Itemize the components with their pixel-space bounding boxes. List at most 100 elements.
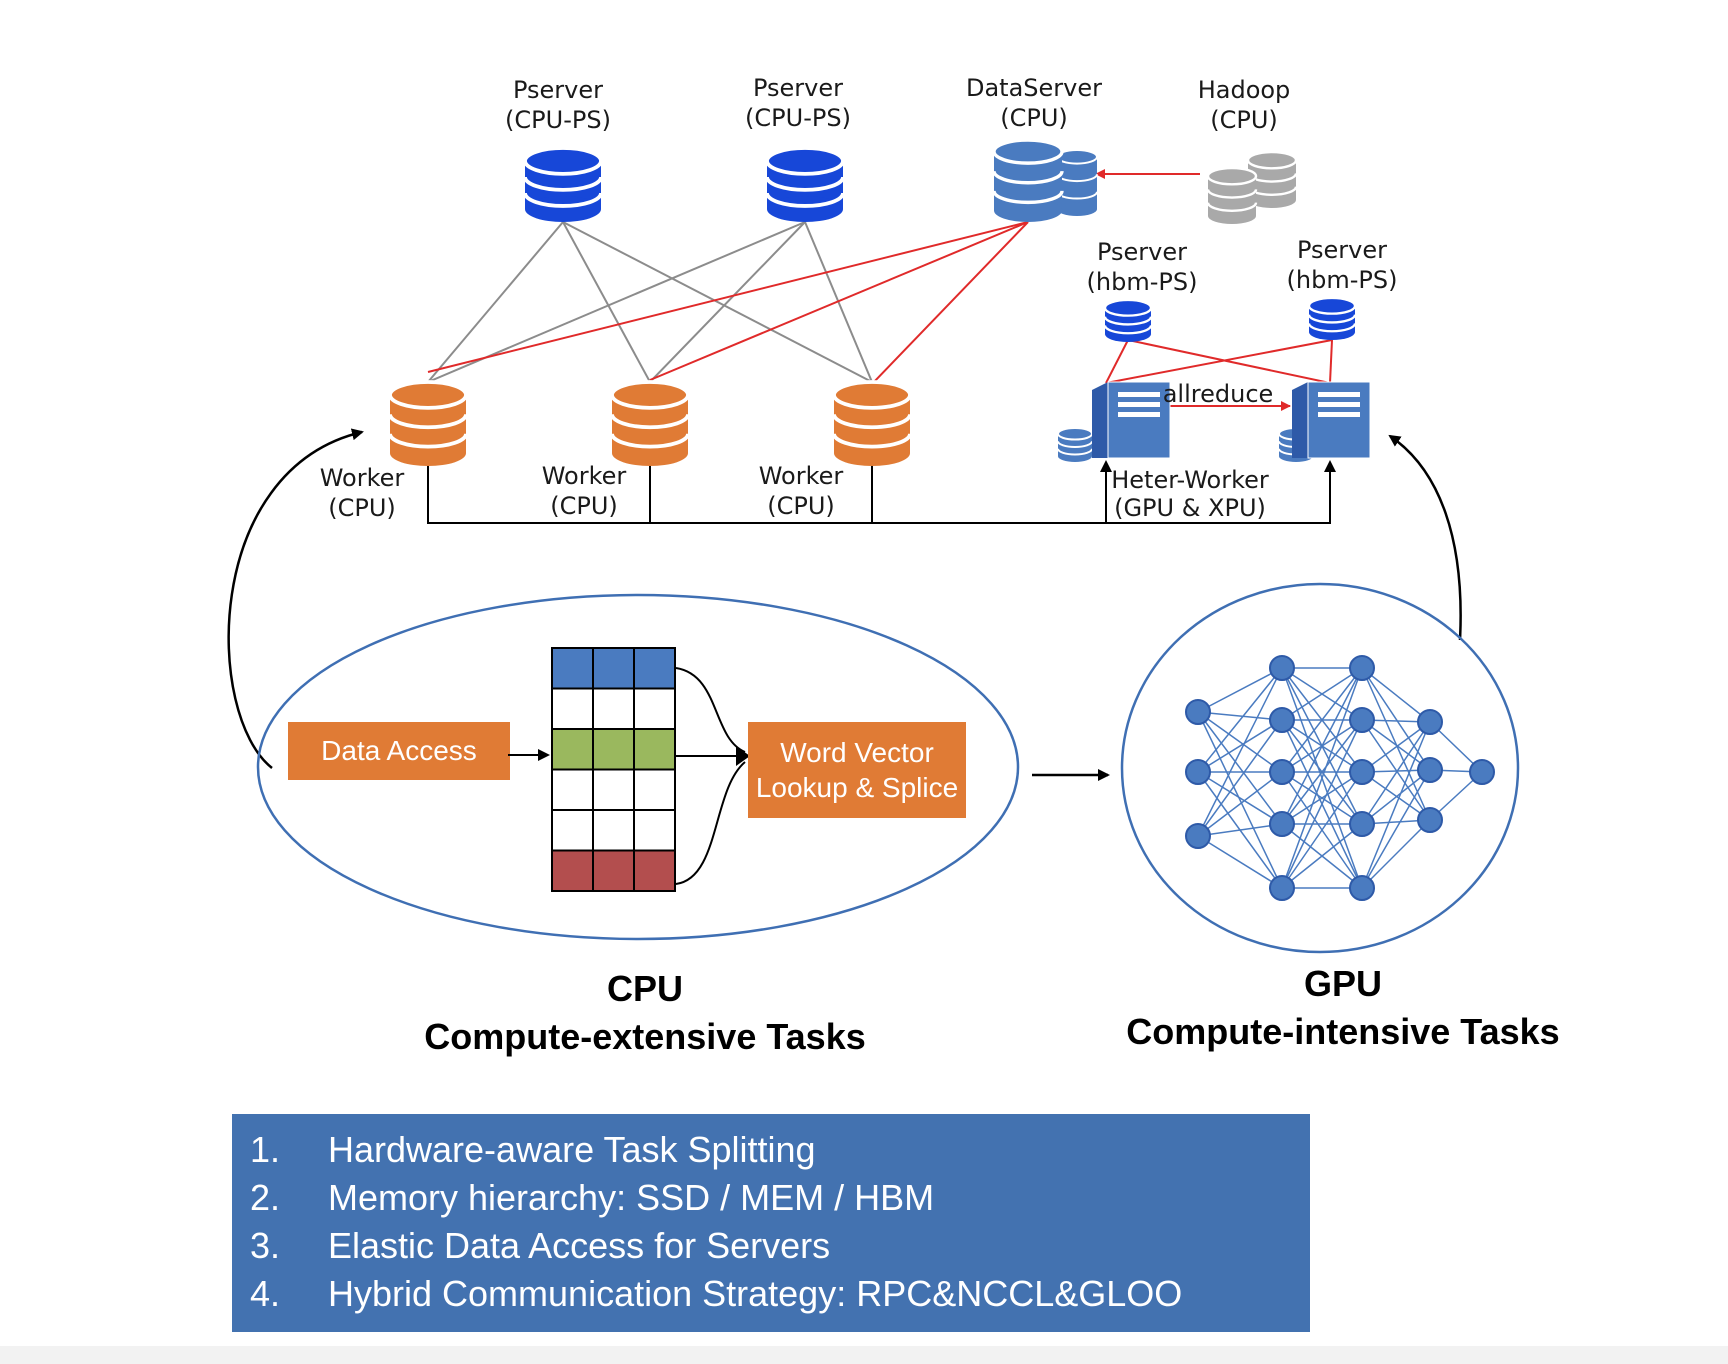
dataserver-worker-links [427, 221, 1029, 385]
nn-node [1469, 759, 1495, 785]
table-cell [551, 849, 594, 892]
nn-node [1185, 699, 1211, 725]
pserver2-db-icon [765, 146, 845, 222]
task-4-num: 4. [250, 1273, 280, 1314]
nn-node [1269, 875, 1295, 901]
hadoop-name: Hadoop [1198, 76, 1291, 104]
table-cell [551, 687, 594, 730]
heter-server-right [1292, 381, 1371, 459]
table-cell [592, 728, 635, 771]
heter-worker-name: Heter-Worker [1111, 466, 1269, 494]
task-4-text: Hybrid Communication Strategy: RPC&NCCL&… [328, 1273, 1182, 1314]
table-cell [551, 809, 594, 852]
tasks-panel [232, 1114, 1310, 1332]
nn-node [1269, 655, 1295, 681]
hbm2-sub: (hbm-PS) [1287, 266, 1398, 294]
worker1-name: Worker [320, 464, 405, 492]
table-cell [592, 768, 635, 811]
task-2-num: 2. [250, 1177, 280, 1218]
nn-node [1269, 811, 1295, 837]
worker2-db-icon [610, 380, 690, 466]
gpu-title: GPU [1304, 963, 1382, 1004]
gpu-to-heter-arrow [1388, 434, 1462, 641]
task-3-num: 3. [250, 1225, 280, 1266]
table-cell [592, 647, 635, 690]
nn-node [1417, 709, 1443, 735]
hbm2-name: Pserver [1297, 236, 1387, 264]
word-vector-lookup-box [748, 722, 966, 818]
table-to-lookup-links [675, 667, 746, 885]
nn-node [1269, 707, 1295, 733]
nn-node [1349, 655, 1375, 681]
worker2-sub: (CPU) [550, 492, 618, 520]
worker3-name: Worker [759, 462, 844, 490]
worker3-sub: (CPU) [767, 492, 835, 520]
task-1-text: Hardware-aware Task Splitting [328, 1129, 816, 1170]
pserver2-sub: (CPU-PS) [745, 104, 851, 132]
pserver1-sub: (CPU-PS) [505, 106, 611, 134]
lookup-label-line2: Lookup & Splice [756, 772, 958, 803]
nn-node [1349, 875, 1375, 901]
cpu-subtitle: Compute-extensive Tasks [424, 1016, 866, 1057]
dataserver-sub: (CPU) [1000, 104, 1068, 132]
heter-left-db-icon [1057, 427, 1093, 462]
nn-node [1349, 759, 1375, 785]
nn-node [1269, 759, 1295, 785]
task-2-text: Memory hierarchy: SSD / MEM / HBM [328, 1177, 934, 1218]
allreduce-label: allreduce [1163, 380, 1274, 408]
dataserver-name: DataServer [966, 74, 1102, 102]
table-cell [633, 768, 676, 811]
task-3-text: Elastic Data Access for Servers [328, 1225, 830, 1266]
hbm2-db-icon [1307, 296, 1357, 340]
table-cell [633, 647, 676, 690]
table-cell [551, 647, 594, 690]
pserver-worker-links [427, 221, 873, 383]
heter-worker-sub: (GPU & XPU) [1114, 494, 1266, 522]
table-cell [592, 849, 635, 892]
table-cell [633, 849, 676, 892]
pserver1-name: Pserver [513, 76, 603, 104]
cpu-ellipse [256, 593, 1020, 941]
nn-node [1185, 759, 1211, 785]
nn-node [1349, 811, 1375, 837]
table-cell [592, 687, 635, 730]
worker3-db-icon [832, 380, 912, 466]
lookup-label-line1: Word Vector [780, 737, 934, 768]
neural-network [1185, 655, 1495, 901]
data-access-label: Data Access [321, 735, 477, 766]
nn-edges [1197, 667, 1483, 889]
gpu-circle [1120, 582, 1520, 954]
gpu-subtitle: Compute-intensive Tasks [1126, 1011, 1559, 1052]
table-cell [592, 809, 635, 852]
table-cell [551, 728, 594, 771]
cpu-title: CPU [607, 968, 683, 1009]
nn-node [1417, 757, 1443, 783]
hadoop-sub: (CPU) [1210, 106, 1278, 134]
page-footer-strip [0, 1346, 1728, 1364]
embedding-table [551, 647, 676, 892]
nn-node [1185, 823, 1211, 849]
nn-node [1349, 707, 1375, 733]
worker-bus [427, 458, 1331, 524]
table-cell [633, 728, 676, 771]
worker1-sub: (CPU) [328, 494, 396, 522]
hbm1-name: Pserver [1097, 238, 1187, 266]
heter-server-left [1092, 381, 1171, 459]
table-cell [551, 768, 594, 811]
cpu-to-worker-arrow [227, 428, 364, 769]
worker2-name: Worker [542, 462, 627, 490]
pserver1-db-icon [523, 146, 603, 222]
table-cell [633, 687, 676, 730]
nn-node [1417, 807, 1443, 833]
pserver2-name: Pserver [753, 74, 843, 102]
dataserver-db-icon-back [1056, 149, 1098, 216]
dataserver-db-icon [992, 138, 1064, 222]
hbm1-sub: (hbm-PS) [1087, 268, 1198, 296]
data-access-box [288, 722, 510, 780]
task-1-num: 1. [250, 1129, 280, 1170]
hbm1-db-icon [1103, 298, 1153, 342]
table-cell [633, 809, 676, 852]
hadoop-db-icon-2 [1206, 166, 1258, 224]
